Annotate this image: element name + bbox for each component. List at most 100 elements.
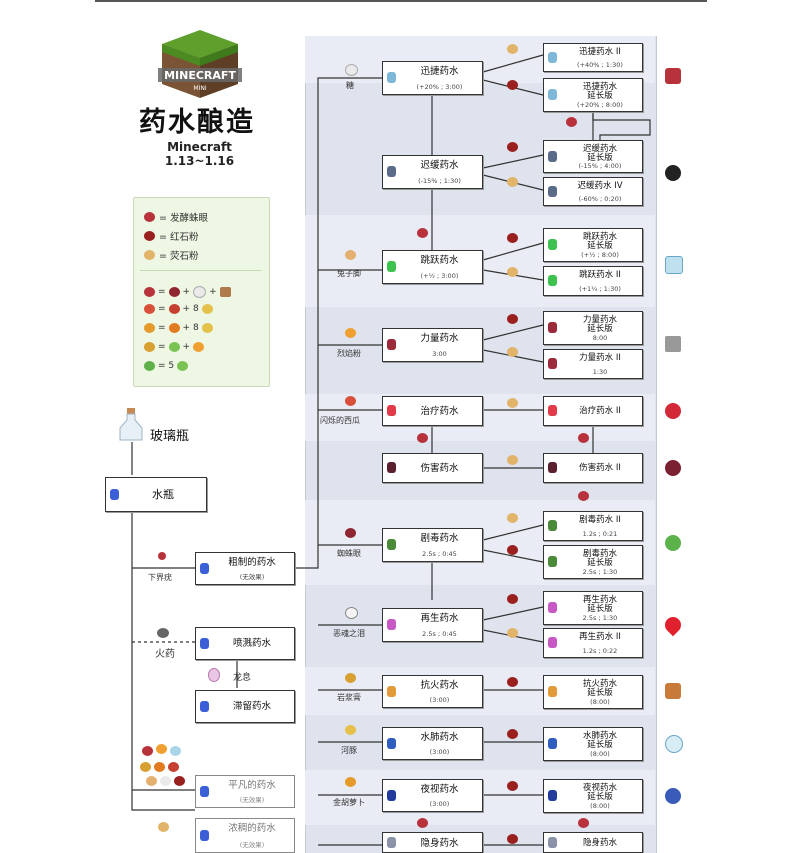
potion-node-swiftness-2[interactable]: 迅捷药水 II (+40% ; 1:30) <box>543 43 643 72</box>
potion-node-fire-resistance[interactable]: 抗火药水 (3:00) <box>382 675 483 708</box>
node-sub: 2.5s ; 0:45 <box>422 630 457 638</box>
dragon-breath-icon <box>208 668 220 682</box>
healing-effect-icon <box>665 403 681 419</box>
potion-node-slowness[interactable]: 迟缓药水 (-15% ; 1:30) <box>382 155 483 189</box>
legend-row-glowstone: = 荧石粉 <box>144 248 198 262</box>
potion-node-swiftness-ext[interactable]: 迅捷药水 延长版 (+20% ; 8:00) <box>543 78 643 112</box>
mundane-potion-node[interactable]: 平凡的药水 (无效果) <box>195 775 295 808</box>
recipe-fermented: = + + <box>144 286 231 298</box>
slime-block-icon <box>144 361 155 371</box>
potion-node-strength-2[interactable]: 力量药水 II 1:30 <box>543 349 643 379</box>
ingredient-label: 金胡萝卜 <box>333 798 365 807</box>
gunpowder-icon <box>157 628 169 638</box>
potion-bottle-icon <box>548 89 557 100</box>
node-title: 喷溅药水 <box>232 638 271 649</box>
splash-potion-node[interactable]: 喷溅药水 <box>195 627 295 660</box>
potion-node-regeneration-2[interactable]: 再生药水 II 1.2s ; 0:22 <box>543 628 643 658</box>
potion-node-leaping[interactable]: 跳跃药水 (+½ ; 3:00) <box>382 250 483 284</box>
redstone-icon <box>507 834 518 844</box>
glistering-melon-icon <box>345 396 356 406</box>
node-title: 力量药水 <box>582 315 617 325</box>
legend-panel: = 发酵蛛眼 = 红石粉 = 荧石粉 = + + = + 8 = + 8 = +… <box>133 197 270 387</box>
node-title: 迟缓药水 <box>420 160 459 171</box>
node-sub: (+20% ; 3:00) <box>416 83 463 91</box>
potion-bottle-icon <box>387 789 396 801</box>
node-title: 剧毒药水 <box>582 549 617 559</box>
node-title-2: 延长版 <box>587 740 613 750</box>
node-sub: (-60% ; 0:20) <box>578 195 622 203</box>
node-title: 迅捷药水 <box>420 66 459 77</box>
blaze-powder-icon <box>193 342 205 352</box>
mundane-ingredients-icons <box>140 744 190 790</box>
node-sub: (+½ ; 3:00) <box>420 272 459 280</box>
potion-bottle-icon <box>200 637 209 649</box>
harming-effect-icon <box>665 460 681 476</box>
potion-node-night-vision[interactable]: 夜视药水 (3:00) <box>382 779 483 812</box>
potion-node-swiftness[interactable]: 迅捷药水 (+20% ; 3:00) <box>382 61 483 95</box>
potion-node-night-vision-ext[interactable]: 夜视药水 延长版 (8:00) <box>543 779 643 813</box>
spider-eye-icon <box>168 287 180 297</box>
potion-node-regeneration[interactable]: 再生药水 2.5s ; 0:45 <box>382 608 483 642</box>
thick-potion-node[interactable]: 浓稠的药水 (无效果) <box>195 818 295 853</box>
node-title: 治疗药水 II <box>579 406 621 416</box>
node-title: 水肺药水 <box>420 732 459 743</box>
fermented-spider-eye-icon <box>417 818 428 828</box>
potion-node-harming[interactable]: 伤害药水 <box>382 453 483 483</box>
legend-row-redstone: = 红石粉 <box>144 229 198 243</box>
node-title: 隐身药水 <box>420 838 459 849</box>
water-bottle-node[interactable]: 水瓶 <box>105 477 207 512</box>
potion-node-healing-2[interactable]: 治疗药水 II <box>543 396 643 426</box>
redstone-icon <box>507 80 518 90</box>
recipe-carrot: = + 8 <box>144 323 213 333</box>
potion-node-leaping-ext[interactable]: 跳跃药水 延长版 (+½ ; 8:00) <box>543 228 643 262</box>
potion-node-fire-resistance-ext[interactable]: 抗火药水 延长版 (8:00) <box>543 675 643 709</box>
potion-node-poison-ext[interactable]: 剧毒药水 延长版 2.5s ; 1:30 <box>543 545 643 579</box>
potion-node-regeneration-ext[interactable]: 再生药水 延长版 2.5s ; 1:30 <box>543 591 643 625</box>
potion-node-healing[interactable]: 治疗药水 <box>382 396 483 426</box>
node-sub: (-15% ; 1:30) <box>418 177 461 185</box>
potion-bottle-icon <box>387 737 396 749</box>
potion-bottle-icon <box>387 836 396 848</box>
potion-node-leaping-2[interactable]: 跳跃药水 II (+1¼ ; 1:30) <box>543 266 643 296</box>
awkward-potion-node[interactable]: 粗制的药水 (无效果) <box>195 552 295 585</box>
speed-effect-icon <box>665 68 681 84</box>
potion-node-water-breathing-ext[interactable]: 水肺药水 延长版 (8:00) <box>543 727 643 761</box>
redstone-icon <box>507 677 518 687</box>
potion-node-slowness-4[interactable]: 迟缓药水 IV (-60% ; 0:20) <box>543 177 643 206</box>
potion-node-poison[interactable]: 剧毒药水 2.5s ; 0:45 <box>382 528 483 562</box>
potion-node-invisibility[interactable]: 隐身药水 <box>382 832 483 853</box>
node-title: 滞留药水 <box>232 701 271 712</box>
potion-bottle-icon <box>200 562 209 574</box>
node-title: 平凡的药水 <box>228 780 276 791</box>
fermented-spider-eye-icon <box>144 212 155 222</box>
slimeball-icon <box>168 342 180 352</box>
redstone-icon <box>507 142 518 152</box>
glowstone-icon <box>507 44 518 54</box>
potion-bottle-icon <box>548 462 557 473</box>
potion-node-slowness-ext[interactable]: 迟缓药水 延长版 (-15% ; 4:00) <box>543 140 643 173</box>
potion-node-harming-2[interactable]: 伤害药水 II <box>543 453 643 483</box>
melon-icon <box>168 304 180 314</box>
potion-node-poison-2[interactable]: 剧毒药水 II 1.2s ; 0:21 <box>543 511 643 541</box>
lingering-potion-node[interactable]: 滞留药水 <box>195 690 295 723</box>
potion-bottle-icon <box>387 619 396 630</box>
node-title: 隐身药水 <box>582 838 617 848</box>
recipe-slime: = 5 <box>144 361 189 371</box>
page-title: 药水酿造 <box>139 107 255 138</box>
potion-node-water-breathing[interactable]: 水肺药水 (3:00) <box>382 727 483 760</box>
node-title-2: 延长版 <box>587 558 613 568</box>
potion-bottle-icon <box>548 602 557 613</box>
node-title: 迟缓药水 IV <box>577 181 623 191</box>
magma-cream-icon <box>345 673 356 683</box>
node-sub: 1.2s ; 0:22 <box>582 647 618 655</box>
ingredient-label: 河豚 <box>341 746 357 755</box>
node-title: 再生药水 <box>582 595 617 605</box>
node-sub: 1:30 <box>592 368 608 376</box>
node-sub: (3:00) <box>429 800 450 808</box>
potion-node-invisibility-ext[interactable]: 隐身药水 <box>543 832 643 853</box>
potion-node-strength[interactable]: 力量药水 3:00 <box>382 328 483 362</box>
node-sub: (+20% ; 8:00) <box>577 101 623 109</box>
redstone-icon <box>507 729 518 739</box>
potion-node-strength-ext[interactable]: 力量药水 延长版 8:00 <box>543 311 643 345</box>
node-sub: (-15% ; 4:00) <box>578 162 622 170</box>
